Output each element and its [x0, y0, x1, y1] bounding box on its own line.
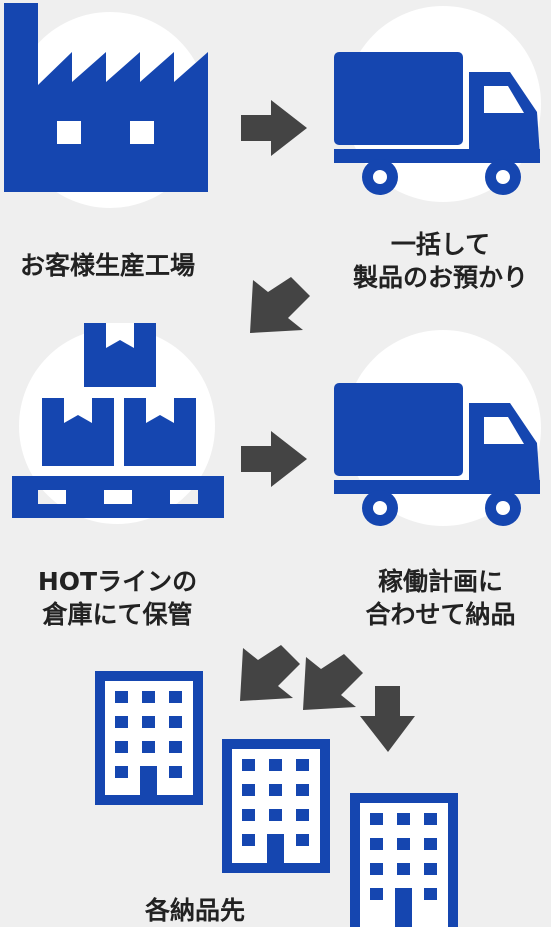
label-line: 各納品先 [144, 896, 245, 925]
step-label-delivery: 稼働計画に 合わせて納品 [330, 565, 551, 631]
step-label-warehouse: HOTラインの 倉庫にて保管 [0, 565, 235, 631]
label-line: HOTラインの [37, 567, 198, 596]
step-label-destinations: 各納品先 [110, 894, 280, 927]
label-line: 合わせて納品 [365, 600, 516, 629]
label-line: お客様生産工場 [19, 251, 195, 280]
step-label-pickup: 一括して 製品のお預かり [330, 228, 551, 294]
label-line: 稼働計画に [377, 567, 503, 596]
building-icon [350, 793, 458, 927]
label-line: 倉庫にて保管 [42, 600, 193, 629]
step-label-factory: お客様生産工場 [0, 249, 215, 282]
building-icon [95, 671, 203, 805]
building-icon [222, 739, 330, 873]
label-line: 一括して [390, 230, 491, 259]
label-line: 製品のお預かり [352, 263, 528, 292]
